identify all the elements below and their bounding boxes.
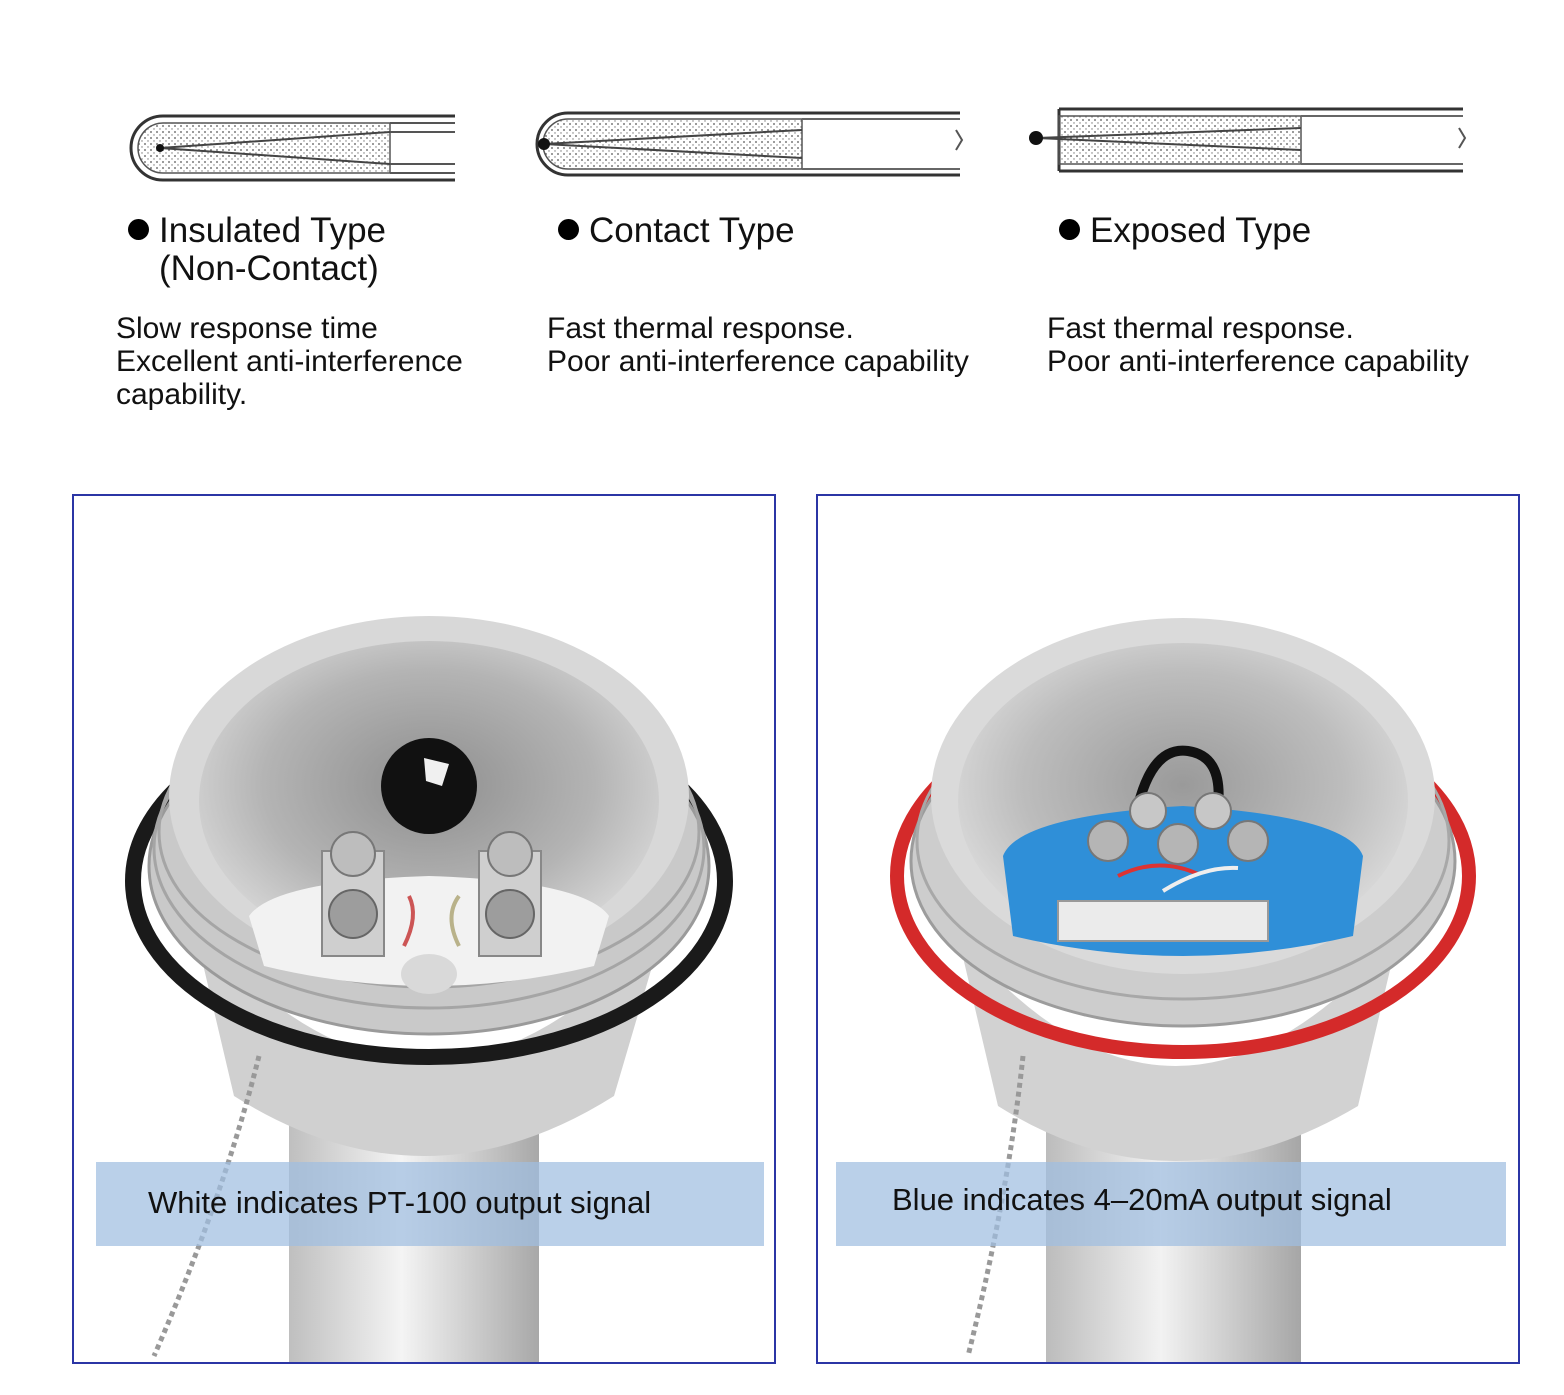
pt100-caption: White indicates PT-100 output signal: [148, 1185, 652, 1220]
transmitter-caption: Blue indicates 4–20mA output signal: [892, 1182, 1392, 1217]
insulated-type-description: Slow response time Excellent anti-interf…: [116, 312, 463, 411]
pt100-caption-bar: White indicates PT-100 output signal: [96, 1162, 764, 1246]
insulated-type-subtitle: (Non-Contact): [159, 249, 379, 288]
transmitter-junction-box-panel: Blue indicates 4–20mA output signal: [816, 494, 1520, 1364]
transmitter-junction-box-photo: [890, 618, 1476, 1362]
contact-probe-diagram: [535, 111, 964, 177]
insulated-probe-diagram: [129, 114, 455, 182]
exposed-probe-diagram: [1029, 107, 1467, 173]
transmitter-caption-bar: Blue indicates 4–20mA output signal: [836, 1162, 1506, 1246]
insulated-type-title: Insulated Type (Non-Contact): [128, 212, 386, 288]
exposed-type-description: Fast thermal response. Poor anti-interfe…: [1047, 312, 1469, 378]
pt100-junction-box-photo: [125, 616, 733, 1362]
pt100-junction-box-panel: White indicates PT-100 output signal: [72, 494, 776, 1364]
contact-type-description: Fast thermal response. Poor anti-interfe…: [547, 312, 969, 378]
bullet-dot-icon: [1059, 219, 1080, 240]
bullet-dot-icon: [558, 219, 579, 240]
bullet-dot-icon: [128, 219, 149, 240]
exposed-type-title: Exposed Type: [1059, 212, 1311, 250]
contact-type-title: Contact Type: [558, 212, 795, 250]
